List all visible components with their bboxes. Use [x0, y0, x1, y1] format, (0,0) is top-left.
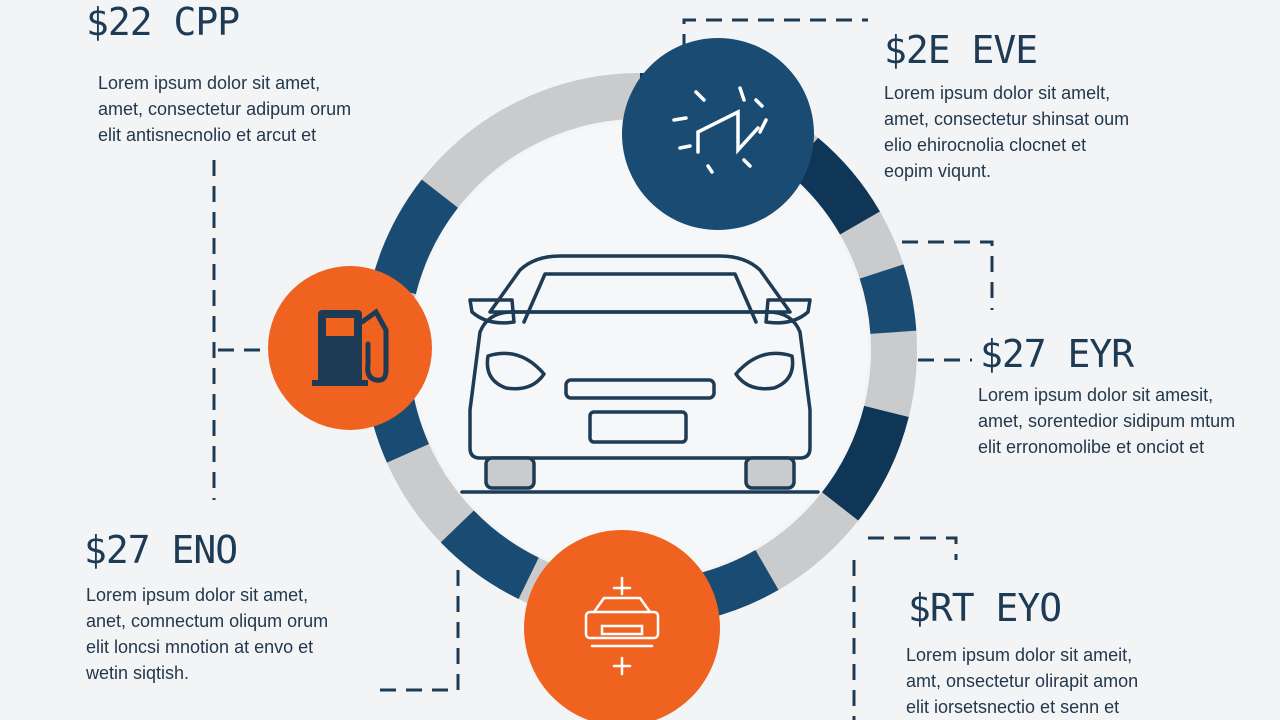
headlight-left	[485, 351, 546, 391]
body-line: anet, comnectum oliqum orum	[86, 611, 329, 631]
body-line: amt, onsectetur olirapit amon	[906, 671, 1139, 691]
ring-segment	[440, 510, 540, 599]
connector-bottom-right	[868, 536, 958, 560]
body-line: Lorem ipsum dolor sit amelt,	[884, 83, 1111, 103]
body-line: amet, consectetur shinsat oum	[884, 109, 1130, 129]
car-roof	[488, 254, 792, 314]
block-body: Lorem ipsum dolor sit amet, amet, consec…	[98, 70, 351, 148]
car-windshield	[522, 272, 758, 324]
body-line: elit loncsi mnotion at envo et	[86, 637, 314, 657]
block-top-right: $2E EVE Lorem ipsum dolor sit amelt, ame…	[884, 28, 1129, 184]
block-bottom-right: $RT EYO Lorem ipsum dolor sit ameit, amt…	[906, 586, 1138, 720]
body-line: eopim viqunt.	[884, 161, 992, 181]
left-badge	[268, 266, 432, 430]
block-body: Lorem ipsum dolor sit amelt, amet, conse…	[884, 80, 1129, 184]
badge-circle	[622, 38, 814, 230]
headlight-right	[734, 351, 795, 391]
car-front-icon	[460, 254, 820, 494]
car-body	[468, 310, 812, 460]
body-line: Lorem ipsum dolor sit ameit,	[906, 645, 1133, 665]
block-heading: $RT EYO	[908, 586, 1062, 630]
clock-arrows-icon	[672, 86, 768, 174]
grille	[564, 378, 716, 400]
mirror-left	[468, 298, 516, 325]
wheel-right	[744, 456, 796, 490]
body-line: amet, sorentedior sidipum mtum	[978, 411, 1236, 431]
ring-segment	[821, 405, 909, 521]
block-body: Lorem ipsum dolor sit amet, anet, comnec…	[86, 582, 328, 686]
block-body: Lorem ipsum dolor sit ameit, amt, onsect…	[906, 642, 1138, 720]
ring-segment	[371, 179, 459, 295]
fuel-pump-icon	[312, 308, 389, 386]
block-heading: $27 ENO	[84, 528, 238, 572]
mirror-right	[764, 298, 812, 325]
ring-inner	[412, 122, 868, 578]
body-line: Lorem ipsum dolor sit amesit,	[978, 385, 1214, 405]
body-line: elit iorsetsnectio et senn et	[906, 697, 1120, 717]
connector-bottom-left	[378, 570, 460, 692]
wheel-left	[484, 456, 536, 490]
block-body: Lorem ipsum dolor sit amesit, amet, sore…	[978, 382, 1235, 460]
block-heading: $22 CPP	[86, 0, 240, 44]
connector-middle-right	[876, 240, 994, 310]
block-heading: $2E EVE	[884, 28, 1038, 72]
body-line: Lorem ipsum dolor sit amet,	[98, 73, 321, 93]
top-right-badge	[622, 38, 814, 230]
ring-segment	[859, 264, 917, 335]
block-top-left: $22 CPP Lorem ipsum dolor sit amet, amet…	[86, 0, 351, 148]
body-line: elit antisnecnolio et arcut et	[98, 125, 317, 145]
bottom-badge	[524, 530, 720, 720]
connector-top-right	[682, 18, 868, 50]
connector-lines	[212, 18, 994, 720]
block-bottom-left: $27 ENO Lorem ipsum dolor sit amet, anet…	[84, 528, 328, 686]
block-middle-right: $27 EYR Lorem ipsum dolor sit amesit, am…	[978, 332, 1235, 460]
body-line: elio ehirocnolia clocnet et	[884, 135, 1087, 155]
body-line: amet, consectetur adipum orum	[98, 99, 352, 119]
block-heading: $27 EYR	[980, 332, 1134, 376]
body-line: elit erronomolibe et onciot et	[978, 437, 1205, 457]
body-line: Lorem ipsum dolor sit amet,	[86, 585, 309, 605]
car-service-icon	[584, 576, 660, 676]
body-line: wetin siqtish.	[86, 663, 190, 683]
license-plate	[588, 410, 688, 444]
